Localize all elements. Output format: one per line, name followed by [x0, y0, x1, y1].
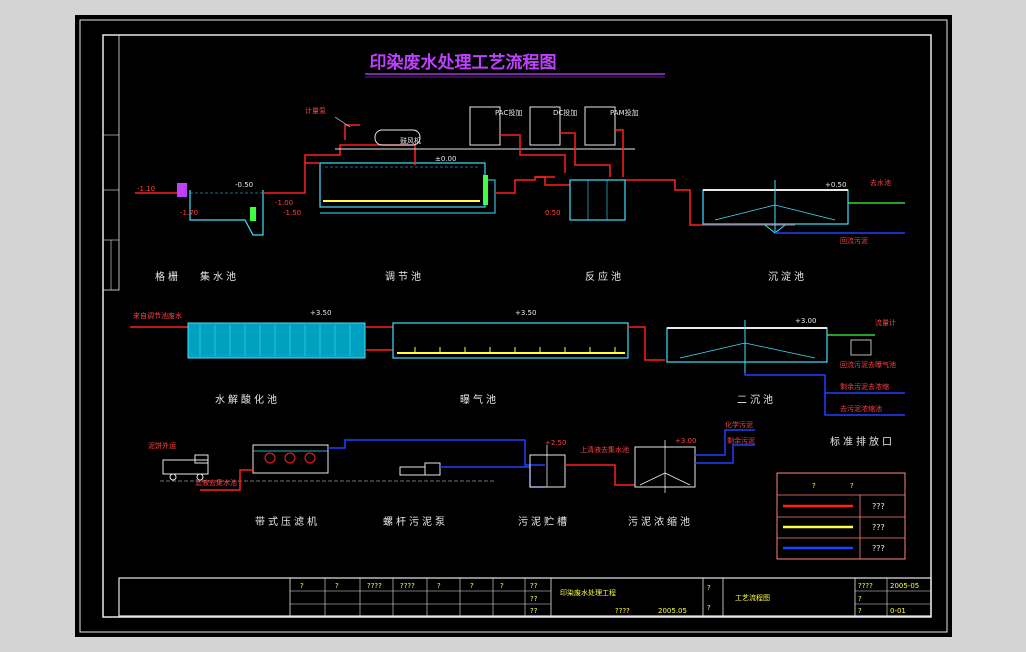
tb-q6: ?: [470, 582, 474, 590]
from-equalization-label: 来自调节池废水: [133, 311, 182, 320]
sludge-storage-tank: +2.50: [529, 439, 566, 488]
tb-q7: ?: [500, 582, 504, 590]
tb-date2: 2005-05: [890, 582, 919, 590]
svg-text:±0.00: ±0.00: [435, 155, 456, 163]
blower-unit: 鼓风机 计量泵: [305, 106, 421, 146]
tb-drawing: 工艺流程图: [735, 593, 770, 602]
bio-sludge-label: 剩余污泥: [727, 436, 755, 445]
secondary-clarifier: +3.00: [666, 317, 828, 373]
collection-tank: -0.50: [189, 181, 264, 236]
tb-date: 2005.05: [658, 607, 687, 615]
pam-label: PAM投加: [610, 108, 639, 117]
caption-reaction-tank: 反应池: [585, 270, 624, 283]
svg-text:-1.70: -1.70: [180, 209, 198, 217]
return-sludge-2: 剩余污泥去浓缩: [840, 382, 889, 391]
svg-text:+0.50: +0.50: [825, 181, 846, 189]
caption-grille: 格栅: [155, 270, 181, 283]
tb-qq-3: ??: [530, 607, 538, 615]
svg-text:+2.50: +2.50: [545, 439, 566, 447]
dosing-tanks: PAC投加 DC投加 PAM投加: [335, 106, 639, 177]
screw-pump: [399, 462, 441, 476]
svg-text:-1.00: -1.00: [275, 199, 293, 207]
caption-secondary-clarifier: 二沉池: [737, 393, 776, 406]
chemical-sludge-label: 化学污泥: [725, 420, 753, 429]
tb-qq-2: ??: [530, 595, 538, 603]
discharge-lines: 流量计 回流污泥去曝气池 剩余污泥去浓缩 去污泥浓缩池: [744, 318, 905, 416]
sludge-thickener: +3.00: [634, 437, 696, 493]
tb-q10: ?: [858, 595, 862, 603]
filtrate-label: 滤液去集水池: [195, 478, 237, 487]
tb-qqqq-2: ????: [858, 582, 873, 590]
legend-header-2: ?: [850, 482, 854, 490]
reaction-tank: 0.50: [545, 179, 626, 221]
caption-discharge-outlet: 标准排放口: [830, 435, 895, 448]
tb-q2: ?: [335, 582, 339, 590]
return-sludge-3: 去污泥浓缩池: [840, 404, 882, 413]
sedimentation-tank: +0.50: [702, 180, 849, 234]
svg-text:+3.00: +3.00: [795, 317, 816, 325]
dosing-pump-label: 计量泵: [305, 106, 326, 115]
sludge-cake-label: 泥饼外运: [148, 441, 176, 450]
to-collection-label: 去水池: [870, 178, 891, 187]
caption-sedimentation-tank: 沉淀池: [768, 270, 807, 283]
hydrolysis-tank: +3.50: [187, 309, 366, 359]
outer-frame: [79, 19, 948, 633]
legend-label-1: ???: [872, 502, 885, 511]
caption-sludge-storage: 污泥贮槽: [518, 515, 570, 528]
legend-header-1: ?: [812, 482, 816, 490]
grille-unit: -1.10: [135, 183, 187, 197]
water-outlets-row1: 去水池 回流污泥: [775, 178, 905, 245]
tb-q11: ?: [858, 607, 862, 615]
drawing-sheet: 印染废水处理工艺流程图 -1.10 -0.50 ±0.00 -1.00 -1.5…: [75, 15, 952, 637]
diagram-title: 印染废水处理工艺流程图: [370, 52, 557, 73]
legend-label-3: ???: [872, 544, 885, 553]
caption-equalization-tank: 调节池: [385, 270, 424, 283]
return-sludge-1: 回流污泥去曝气池: [840, 360, 896, 369]
tb-q8: ?: [707, 584, 711, 592]
belt-press: [252, 444, 329, 474]
svg-text:-0.50: -0.50: [235, 181, 253, 189]
tb-sheet-no: 0-01: [890, 607, 906, 615]
caption-screw-pump: 螺杆污泥泵: [383, 515, 448, 528]
svg-text:-1.10: -1.10: [137, 185, 155, 193]
title-block: ? ? ???? ???? ? ? ? ?? ?? ?? 印染废水处理工程 ??…: [118, 577, 932, 617]
inner-frame: [102, 34, 932, 618]
tb-qq: ??: [530, 582, 538, 590]
sludge-inlets: [695, 429, 755, 464]
svg-text:-1.50: -1.50: [283, 209, 301, 217]
supernatant-label: 上清液去集水池: [580, 445, 629, 454]
process-flow-diagram: 印染废水处理工艺流程图 -1.10 -0.50 ±0.00 -1.00 -1.5…: [79, 19, 948, 633]
caption-aeration-tank: 曝气池: [460, 393, 499, 406]
caption-collection-tank: 集水池: [200, 270, 239, 283]
tb-project: 印染废水处理工程: [560, 588, 616, 597]
meter-label: 流量计: [875, 318, 896, 327]
blower-label: 鼓风机: [400, 136, 421, 145]
svg-text:+3.50: +3.50: [515, 309, 536, 317]
tb-q5: ?: [437, 582, 441, 590]
legend-label-2: ???: [872, 523, 885, 532]
caption-hydrolysis-tank: 水解酸化池: [215, 393, 280, 406]
aeration-tank: +3.50: [392, 309, 629, 359]
pac-label: PAC投加: [495, 108, 522, 117]
svg-text:+3.50: +3.50: [310, 309, 331, 317]
tb-q9: ?: [707, 604, 711, 612]
tb-q3: ????: [367, 582, 382, 590]
sludge-pipes-row1: [263, 124, 795, 226]
caption-belt-press: 带式压滤机: [255, 515, 320, 528]
truck: [162, 454, 209, 481]
tb-qqqq: ????: [615, 607, 630, 615]
dc-label: DC投加: [553, 108, 577, 117]
svg-text:+3.00: +3.00: [675, 437, 696, 445]
svg-text:0.50: 0.50: [545, 209, 561, 217]
reflux-label: 回流污泥: [840, 236, 868, 245]
equalization-tank: ±0.00: [319, 155, 496, 214]
tb-q1: ?: [300, 582, 304, 590]
tb-q4: ????: [400, 582, 415, 590]
caption-sludge-thickener: 污泥浓缩池: [628, 515, 693, 528]
legend: ? ? ??? ??? ???: [776, 472, 906, 560]
